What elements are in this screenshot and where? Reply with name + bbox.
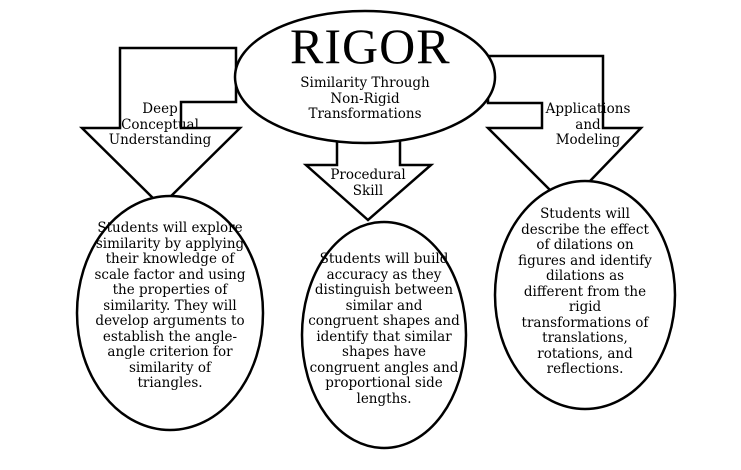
left-circle [75,194,265,432]
right-arrow [484,54,644,208]
center-ellipse [233,9,497,145]
right-arrow-label: Applications and Modeling [545,101,631,148]
left-circle-text: Students will explore similarity by appl… [94,220,246,391]
right-circle [493,179,677,411]
middle-circle-text: Students will build accuracy as they dis… [308,251,460,407]
left-arrow-label: Deep Conceptual Understanding [108,101,212,148]
middle-arrow [302,138,435,222]
right-circle-text: Students will describe the effect of dil… [518,206,652,377]
middle-circle [300,220,468,450]
page-title: RIGOR [290,18,451,74]
center-subtitle: Similarity Through Non-Rigid Transformat… [300,75,430,122]
middle-arrow-label: Procedural Skill [330,167,406,199]
